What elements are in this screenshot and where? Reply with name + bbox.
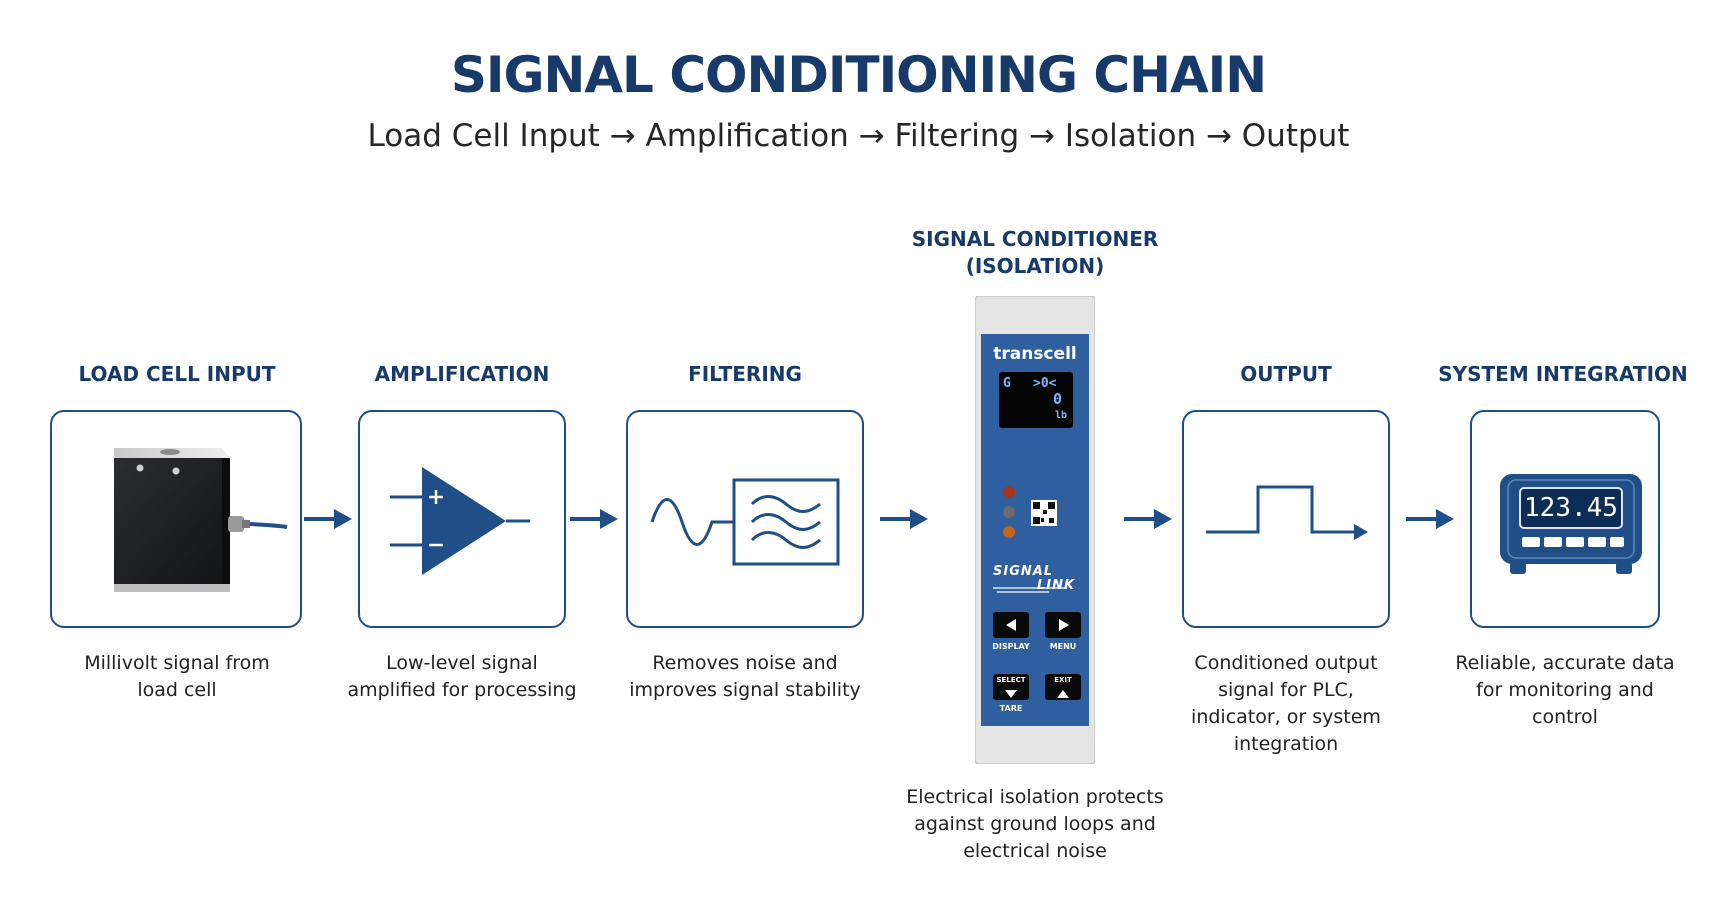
device-logo-link: LINK [1037,578,1076,593]
page-title: SIGNAL CONDITIONING CHAIN [450,46,1267,104]
output-box [1182,410,1390,628]
step-title-system-integration: SYSTEM INTEGRATION [1438,362,1688,386]
step-title-amplification: AMPLIFICATION [374,362,550,386]
load-cell-box [50,410,302,628]
device-menu-label: MENU [1049,642,1077,651]
step-desc-amplification: Low-level signal amplified for processin… [347,652,577,701]
system-integration-box: 123.45 [1470,410,1660,628]
amplifier-box [358,410,566,628]
device-select-label: SELECT [996,676,1026,684]
device-tare-label: TARE [999,704,1023,713]
arrow-5-icon [1406,509,1454,529]
device-logo-signal: SIGNAL [993,564,1054,579]
step-desc-signal-conditioner: Electrical isolation protects against gr… [906,786,1164,862]
device-screen-value: 0 [1053,390,1063,408]
arrow-1-icon [304,509,352,529]
step-desc-filtering: Removes noise and improves signal stabil… [629,652,861,701]
device-exit-label: EXIT [1054,676,1072,684]
arrow-2-icon [570,509,618,529]
device-screen-unit: lb [1055,410,1068,421]
step-desc-system-integration: Reliable, accurate data for monitoring a… [1455,652,1675,728]
device-display-label: DISPLAY [992,642,1030,651]
signal-conditioner-device: transcell G >0< 0 lb SIGNAL LINK DISPLAY… [975,296,1095,764]
page-subtitle: Load Cell Input → Amplification → Filter… [367,118,1350,154]
arrow-3-icon [880,509,928,529]
indicator-reading: 123.45 [1524,493,1618,523]
device-housing-icon [975,296,1095,764]
op-amp-icon [390,467,530,575]
load-cell-icon [114,448,288,592]
step-title-output: OUTPUT [1240,362,1332,386]
pulse-signal-icon [1206,485,1368,540]
digital-indicator-icon [1500,474,1642,574]
device-screen-g: G [1003,376,1011,391]
step-title-load-cell: LOAD CELL INPUT [78,362,276,386]
step-title-filtering: FILTERING [688,362,802,386]
filter-icon [650,478,840,566]
step-desc-output: Conditioned output signal for PLC, indic… [1191,652,1381,755]
step-title-signal-conditioner: SIGNAL CONDITIONER (ISOLATION) [911,227,1159,278]
arrow-4-icon [1124,509,1172,529]
step-desc-load-cell: Millivolt signal from load cell [84,652,270,701]
device-screen-zero: >0< [1033,376,1057,391]
filter-box [626,410,864,628]
device-brand: transcell [993,344,1077,364]
